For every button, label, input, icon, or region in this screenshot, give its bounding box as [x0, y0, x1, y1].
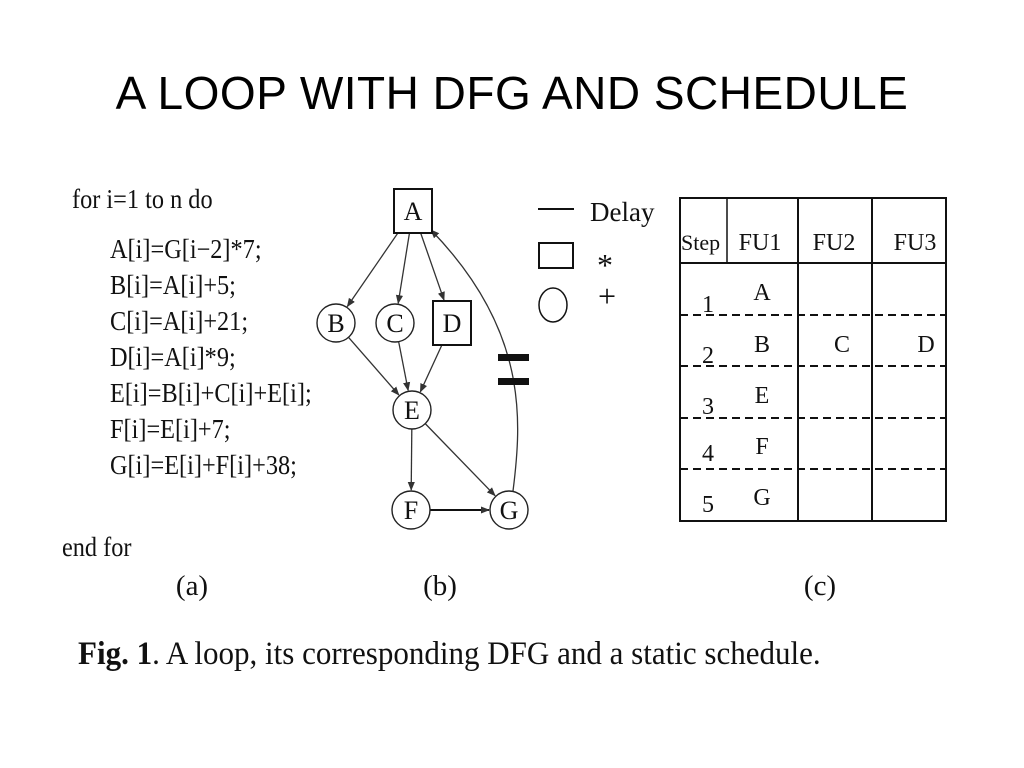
schedule-step-cell: 1 — [702, 292, 714, 318]
code-line: C[i]=A[i]+21; — [110, 306, 249, 336]
loop-footer: end for — [62, 532, 132, 562]
add-node-circle — [489, 490, 529, 530]
add-legend-symbol: + — [598, 278, 616, 314]
multiply-node-box — [393, 188, 433, 234]
add-node-circle — [391, 490, 431, 530]
edge-b-to-e — [348, 336, 400, 396]
code-line: A[i]=G[i−2]*7; — [110, 234, 262, 264]
schedule-op-cell: D — [917, 332, 934, 358]
edge-c-to-e — [398, 341, 411, 392]
schedule-op-cell: G — [753, 485, 770, 511]
schedule-op-cell: B — [754, 332, 770, 358]
sublabel-b: (b) — [423, 570, 457, 602]
figure-number: Fig. 1 — [78, 636, 153, 672]
dfg-legend: Delay * + — [538, 197, 655, 323]
edge-e-to-g — [424, 423, 496, 497]
schedule-step-cell: 2 — [702, 343, 714, 369]
schedule-op-cell: F — [755, 434, 768, 460]
code-line: F[i]=E[i]+7; — [110, 414, 231, 444]
add-legend-circle — [538, 287, 568, 323]
dfg-node-label: C — [386, 309, 403, 338]
dfg-node-g: G — [489, 490, 529, 530]
schedule-step-cell: 5 — [702, 492, 714, 518]
dfg-node-label: A — [404, 197, 423, 226]
schedule-step-cell: 4 — [702, 441, 714, 467]
code-line: E[i]=B[i]+C[i]+E[i]; — [110, 378, 312, 408]
multiply-node-box — [432, 300, 472, 346]
edge-e-to-f — [407, 428, 415, 491]
edge-g-to-a — [430, 229, 519, 492]
schedule-op-cell: E — [755, 383, 770, 409]
code-line: G[i]=E[i]+F[i]+38; — [110, 450, 297, 480]
dfg-node-label: G — [500, 496, 519, 525]
loop-header: for i=1 to n do — [72, 184, 213, 214]
sublabel-c: (c) — [803, 570, 837, 602]
schedule-op-cell: A — [753, 280, 771, 306]
schedule-header-fu3: FU3 — [894, 230, 937, 256]
schedule-header-step: Step — [681, 230, 720, 255]
code-line: D[i]=A[i]*9; — [110, 342, 236, 372]
dfg-node-label: D — [443, 309, 462, 338]
dfg-node-d: D — [432, 300, 472, 346]
delay-bar — [498, 378, 529, 385]
delay-bar — [498, 354, 529, 361]
dfg-node-a: A — [393, 188, 433, 234]
edge-a-to-b — [346, 232, 399, 308]
edge-d-to-e — [419, 344, 443, 393]
dfg-node-f: F — [391, 490, 431, 530]
schedule-step-cell: 3 — [702, 394, 714, 420]
add-node-circle — [375, 303, 415, 343]
schedule-header-fu1: FU1 — [739, 230, 782, 256]
edge-a-to-c — [395, 232, 411, 305]
figure-caption: Fig. 1. A loop, its corresponding DFG an… — [78, 636, 821, 673]
code-line: B[i]=A[i]+5; — [110, 270, 236, 300]
caption-text: . A loop, its corresponding DFG and a st… — [152, 636, 821, 672]
sublabel-a: (a) — [175, 570, 209, 602]
dfg-node-label: B — [327, 309, 344, 338]
schedule-op-cell: C — [834, 332, 850, 358]
dfg-node-e: E — [392, 390, 432, 430]
dfg-node-c: C — [375, 303, 415, 343]
delay-legend-label: Delay — [590, 197, 655, 227]
edge-a-to-d — [420, 232, 445, 301]
slide-title: A LOOP WITH DFG AND SCHEDULE — [115, 67, 909, 119]
table-border — [679, 197, 947, 522]
add-node-circle — [392, 390, 432, 430]
dfg-node-b: B — [316, 303, 356, 343]
schedule-header-fu2: FU2 — [813, 230, 856, 256]
add-node-circle — [316, 303, 356, 343]
multiply-legend-box — [538, 242, 574, 269]
multiply-legend-symbol: * — [597, 247, 613, 283]
dfg-node-label: F — [404, 496, 418, 525]
dfg-node-label: E — [404, 396, 420, 425]
